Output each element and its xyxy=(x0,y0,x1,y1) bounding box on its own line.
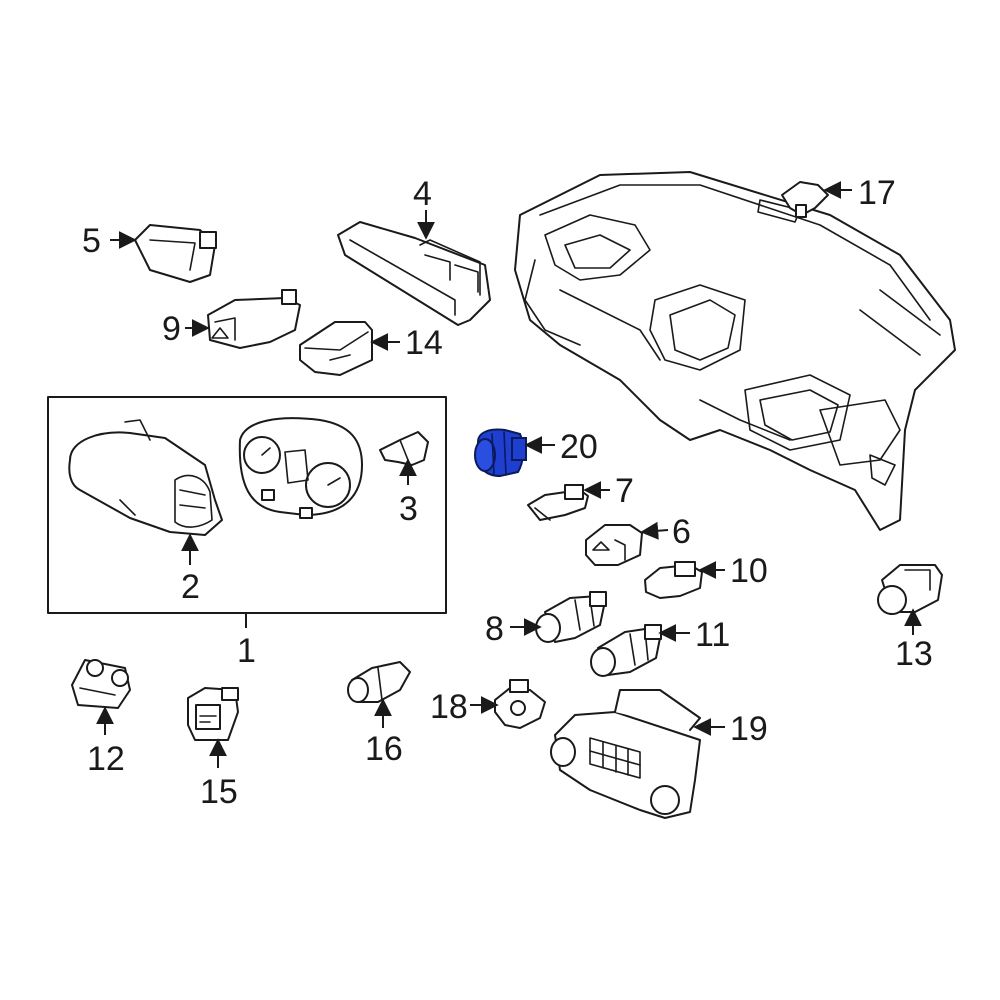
part-19-climate-control xyxy=(550,689,701,819)
leader-arrows xyxy=(96,181,922,768)
callout-18: 18 xyxy=(430,688,468,726)
callout-13: 13 xyxy=(895,635,933,673)
callout-14: 14 xyxy=(405,324,443,362)
part-3-bulb-socket xyxy=(379,431,429,466)
callout-8: 8 xyxy=(485,610,504,648)
part-9-hazard-switch xyxy=(207,289,301,349)
callout-4: 4 xyxy=(413,175,432,213)
part-17-sensor xyxy=(781,181,829,218)
part-13-switch xyxy=(877,564,943,615)
callout-5: 5 xyxy=(82,222,101,260)
instrument-cluster-gauges xyxy=(238,417,363,519)
part-6-hazard-switch xyxy=(585,524,643,566)
callout-7: 7 xyxy=(615,472,634,510)
callout-1: 1 xyxy=(237,632,256,670)
callout-12: 12 xyxy=(87,740,125,778)
part-14-switch xyxy=(299,321,373,376)
callout-20: 20 xyxy=(560,428,598,466)
part-15-switch xyxy=(187,687,239,741)
callout-3: 3 xyxy=(399,490,418,528)
callout-15: 15 xyxy=(200,773,238,811)
part-5-switch xyxy=(134,224,217,283)
part-11-switch xyxy=(590,624,662,677)
callout-6: 6 xyxy=(672,513,691,551)
part-8-switch xyxy=(535,591,607,643)
leader-6 xyxy=(640,521,669,540)
part-12-connector xyxy=(71,659,131,709)
callout-19: 19 xyxy=(730,710,768,748)
part-4-switch-bezel xyxy=(337,221,491,326)
part-1-cluster-box xyxy=(47,396,447,614)
part-20-switch-highlighted xyxy=(474,428,527,478)
part-7-switch xyxy=(527,484,589,521)
part-16-bulb xyxy=(347,661,411,703)
part-10-switch xyxy=(644,561,703,599)
part-2-cluster-hood xyxy=(68,419,223,536)
callout-10: 10 xyxy=(730,552,768,590)
callout-11: 11 xyxy=(695,616,730,654)
callout-17: 17 xyxy=(858,174,896,212)
part-18-sensor xyxy=(494,679,546,729)
callout-2: 2 xyxy=(181,568,200,606)
callout-labels: 5 4 9 14 17 20 3 2 7 6 10 8 11 13 1 12 1… xyxy=(82,174,933,811)
callout-9: 9 xyxy=(162,310,181,348)
dashboard-panel xyxy=(514,171,956,531)
callout-16: 16 xyxy=(365,730,403,768)
